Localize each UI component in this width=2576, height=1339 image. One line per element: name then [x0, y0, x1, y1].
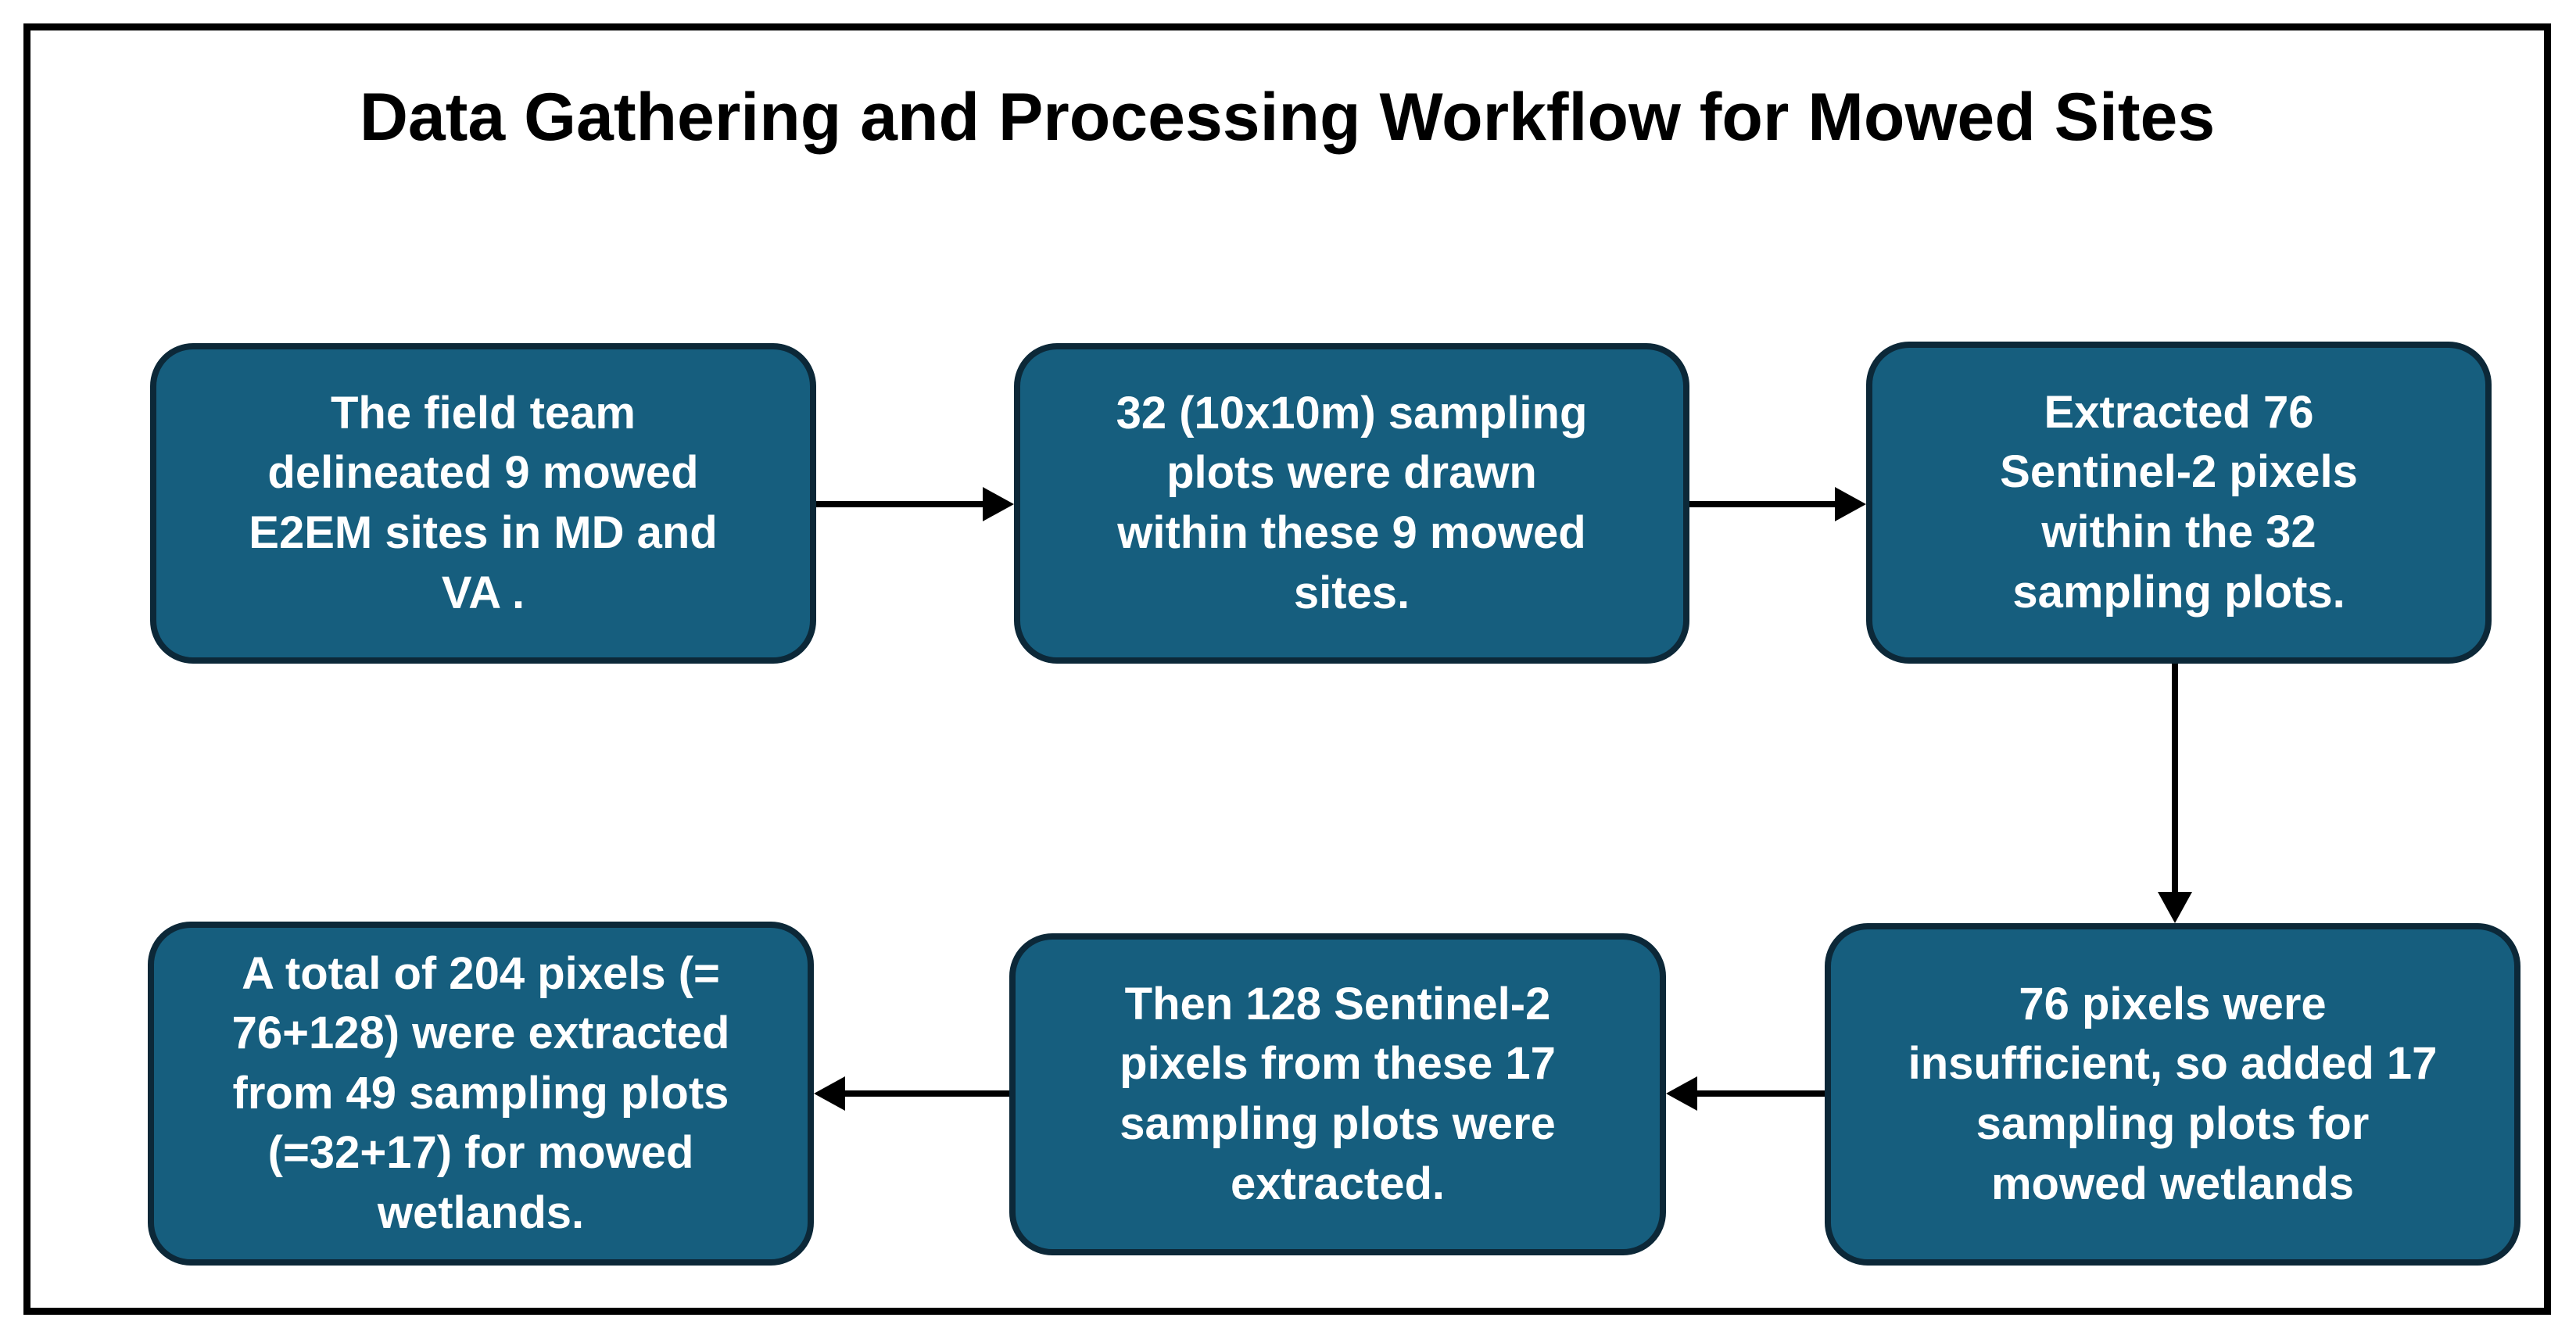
flow-step-1-text: The field team delineated 9 mowed E2EM s… [249, 387, 718, 618]
flow-step-6: A total of 204 pixels (= 76+128) were ex… [148, 922, 814, 1266]
arrow-4-to-5-shaft [1696, 1090, 1825, 1097]
flow-step-1: The field team delineated 9 mowed E2EM s… [150, 343, 816, 664]
arrow-3-to-4-head-icon [2158, 892, 2192, 923]
flow-step-5: Then 128 Sentinel-2 pixels from these 17… [1009, 933, 1666, 1255]
flow-step-6-text: A total of 204 pixels (= 76+128) were ex… [231, 947, 730, 1238]
flow-step-3: Extracted 76 Sentinel-2 pixels within th… [1866, 342, 2492, 664]
flow-step-2: 32 (10x10m) sampling plots were drawn wi… [1014, 343, 1689, 664]
arrow-2-to-3-head-icon [1835, 487, 1866, 521]
arrow-3-to-4-shaft [2172, 664, 2178, 893]
arrow-4-to-5-head-icon [1666, 1076, 1697, 1111]
arrow-1-to-2-shaft [816, 501, 986, 507]
flow-step-3-text: Extracted 76 Sentinel-2 pixels within th… [2000, 386, 2358, 618]
flow-step-2-text: 32 (10x10m) sampling plots were drawn wi… [1116, 387, 1588, 618]
flow-step-4-text: 76 pixels were insufficient, so added 17… [1908, 978, 2438, 1209]
flow-step-4: 76 pixels were insufficient, so added 17… [1825, 923, 2520, 1266]
flow-step-5-text: Then 128 Sentinel-2 pixels from these 17… [1120, 978, 1556, 1209]
arrow-5-to-6-shaft [844, 1090, 1009, 1097]
diagram-title: Data Gathering and Processing Workflow f… [359, 80, 2216, 155]
outer-frame: Data Gathering and Processing Workflow f… [23, 23, 2551, 1315]
arrow-5-to-6-head-icon [814, 1076, 845, 1111]
arrow-1-to-2-head-icon [983, 487, 1014, 521]
arrow-2-to-3-shaft [1689, 501, 1836, 507]
